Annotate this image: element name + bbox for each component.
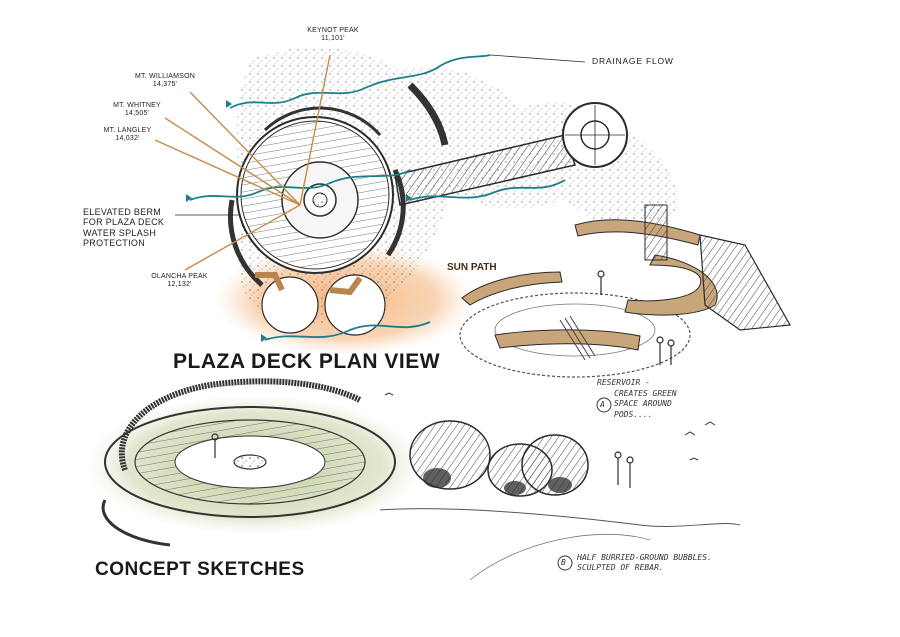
note-a-line: PODS.... xyxy=(614,409,653,419)
note-a-circle xyxy=(596,397,612,413)
lower-lobe-left xyxy=(261,276,319,334)
peak-label-whitney: MT. WHITNEY 14,505' xyxy=(102,102,172,118)
note-a-marker: A xyxy=(600,400,605,409)
concept-sketches-title: CONCEPT SKETCHES xyxy=(95,559,305,580)
flow-arrow-4 xyxy=(261,334,267,342)
berm-line: ELEVATED BERM xyxy=(83,207,162,217)
peak-label-keynot: KEYNOT PEAK 11,101' xyxy=(298,27,368,43)
flow-arrow-2 xyxy=(186,194,192,202)
drainage-flow-line-1 xyxy=(229,54,491,109)
note-a-text: RESERVOIR - xyxy=(597,378,707,388)
path-sweep xyxy=(469,533,651,581)
bench-front xyxy=(494,329,641,351)
drainage-channel xyxy=(394,134,576,206)
peak-label-williamson: MT. WILLIAMSON 14,375' xyxy=(120,73,210,89)
peak-sight-lines xyxy=(154,54,331,271)
peak-name: MT. WHITNEY xyxy=(113,102,161,109)
berm-label: ELEVATED BERM FOR PLAZA DECK WATER SPLAS… xyxy=(83,207,183,248)
peak-elevation: 14,375' xyxy=(152,81,178,89)
drainage-flow-line-2 xyxy=(189,169,411,201)
figures-amphitheater xyxy=(211,433,219,458)
bubble-opening-1 xyxy=(423,468,451,488)
bubble-opening-2 xyxy=(504,481,526,495)
peak-name: OLANCHA PEAK xyxy=(151,273,208,280)
note-b-marker: B xyxy=(561,558,566,567)
figures-perspective xyxy=(597,270,675,365)
amphitheater-wall xyxy=(118,378,362,472)
drainage-flow-line-3 xyxy=(409,179,566,201)
flow-arrow-1 xyxy=(226,100,232,108)
berm-arc-top xyxy=(263,106,382,136)
drainage-leader xyxy=(489,54,586,63)
flow-arrow-3 xyxy=(406,194,412,202)
berm-arc-left xyxy=(227,199,264,287)
bubble-opening-3 xyxy=(548,477,572,493)
berm-line: FOR PLAZA DECK xyxy=(83,217,165,228)
sun-path-label: SUN PATH xyxy=(447,262,497,273)
drainage-flow-label: DRAINAGE FLOW xyxy=(592,56,674,66)
amphitheater-firepit xyxy=(233,454,267,470)
peak-name: MT. LANGLEY xyxy=(103,127,152,134)
note-b-line: SCULPTED OF REBAR. xyxy=(577,563,664,573)
peak-elevation: 14,505' xyxy=(124,110,150,118)
reservoir-inner xyxy=(494,303,656,357)
peak-label-olancha: OLANCHA PEAK 12,132' xyxy=(142,273,217,289)
bench-top xyxy=(574,219,701,246)
peak-name: MT. WILLIAMSON xyxy=(135,73,195,80)
upper-curved-bench xyxy=(407,82,449,146)
bench-left xyxy=(461,271,563,306)
note-a-line: RESERVOIR - xyxy=(597,378,650,387)
stone-pillar xyxy=(644,204,668,261)
lower-wood-bars xyxy=(255,272,363,296)
stone-wall xyxy=(699,234,791,331)
berm-line: PROTECTION xyxy=(83,238,146,249)
peak-name: KEYNOT PEAK xyxy=(307,27,359,34)
note-a-text-rest: CREATES GREEN SPACE AROUND PODS.... xyxy=(614,389,724,420)
peak-elevation: 14,032' xyxy=(115,135,140,143)
amphitheater-sweep xyxy=(101,499,171,547)
berm-line: WATER SPLASH xyxy=(83,227,157,238)
stairs-lines xyxy=(559,315,596,361)
deck-center-core xyxy=(312,192,328,208)
peak-elevation: 12,132' xyxy=(167,281,192,289)
plan-view-title: PLAZA DECK PLAN VIEW xyxy=(173,350,441,373)
note-b-line: HALF BURRIED-GROUND BUBBLES. xyxy=(577,553,712,562)
figures-bubbles xyxy=(614,451,634,488)
birds xyxy=(384,392,716,461)
note-b-circle xyxy=(557,555,573,571)
amphitheater-outer xyxy=(104,406,396,518)
reservoir-ring xyxy=(459,292,691,378)
note-a-line: CREATES GREEN xyxy=(614,389,677,398)
peak-elevation: 11,101' xyxy=(321,35,345,43)
note-b-text: HALF BURRIED-GROUND BUBBLES. SCULPTED OF… xyxy=(577,553,777,574)
bubble-right xyxy=(521,434,589,496)
ground-line xyxy=(379,508,741,527)
drainage-flow-line-4 xyxy=(264,321,431,341)
note-a-line: SPACE AROUND xyxy=(614,399,672,409)
peak-label-langley: MT. LANGLEY 14,032' xyxy=(95,127,160,143)
